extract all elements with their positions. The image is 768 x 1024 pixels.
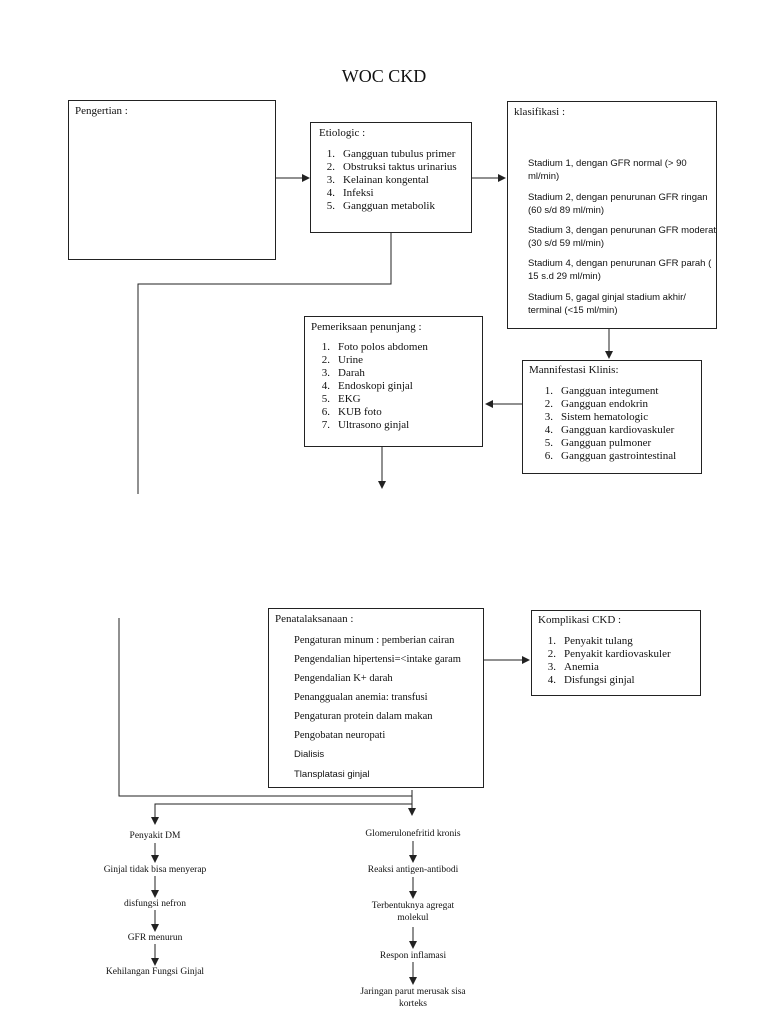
pemeriksaan-list: 1.Foto polos abdomen 2.Urine 3.Darah 4.E…: [308, 341, 428, 432]
stadium-5: Stadium 5, gagal ginjal stadium akhir/ t…: [528, 292, 686, 316]
list-item: 1.Gangguan tubulus primer: [326, 148, 456, 160]
komplikasi-label: Komplikasi CKD :: [538, 614, 622, 626]
stadium-2: Stadium 2, dengan penurunan GFR ringan (…: [528, 192, 708, 216]
etiologic-list: 1.Gangguan tubulus primer 2.Obstruksi ta…: [313, 148, 457, 213]
flow-left-penyakit-dm: Penyakit DM: [129, 831, 181, 841]
list-item: 3.Kelainan kongental: [326, 174, 429, 186]
penatalaksanaan-item: Pengaturan minum : pemberian cairan: [294, 635, 455, 646]
klasifikasi-label: klasifikasi :: [514, 106, 566, 118]
stadium-4: Stadium 4, dengan penurunan GFR parah ( …: [528, 258, 712, 282]
list-item: 2.Penyakit kardiovaskuler: [547, 648, 671, 660]
komplikasi-box: Komplikasi CKD : 1.Penyakit tulang 2.Pen…: [531, 610, 701, 696]
list-item: 3.Darah: [321, 367, 365, 379]
etiologic-label: Etiologic :: [319, 127, 366, 139]
penatalaksanaan-item: Dialisis: [294, 749, 325, 760]
flow-left-kehilangan-fungsi: Kehilangan Fungsi Ginjal: [105, 967, 205, 977]
line-etiologic-down-left: [137, 233, 392, 494]
list-item: 5.Gangguan metabolik: [326, 200, 435, 212]
list-item: 4.Infeksi: [326, 187, 374, 199]
penatalaksanaan-item: Pengendalian K+ darah: [294, 673, 393, 684]
flow-right-jaringan-parut: Jaringan parut merusak sisa korteks: [360, 987, 466, 1009]
pemeriksaan-label: Pemeriksaan penunjang :: [311, 321, 422, 333]
list-item: 2.Obstruksi taktus urinarius: [326, 161, 457, 173]
pengertian-label: Pengertian :: [75, 105, 128, 117]
manifestasi-list: 1.Gangguan integument 2.Gangguan endokri…: [531, 385, 676, 463]
flow-right-respon-inflamasi: Respon inflamasi: [379, 951, 447, 961]
arrow-to-penyakit-dm: [151, 803, 412, 825]
list-item: 1.Gangguan integument: [544, 385, 659, 397]
list-item: 2.Urine: [321, 354, 364, 366]
list-item: 4.Disfungsi ginjal: [547, 674, 635, 686]
list-item: 3.Anemia: [547, 661, 599, 673]
flow-right-agregat-molekul: Terbentuknya agregat molekul: [371, 901, 455, 923]
page-title: WOC CKD: [341, 66, 427, 86]
penatalaksanaan-box: Penatalaksanaan : Pengaturan minum : pem…: [268, 608, 484, 788]
klasifikasi-box: klasifikasi : Stadium 1, dengan GFR norm…: [507, 101, 717, 329]
komplikasi-list: 1.Penyakit tulang 2.Penyakit kardiovasku…: [534, 635, 671, 687]
flow-left-disfungsi-nefron: disfungsi nefron: [123, 899, 186, 909]
flow-right-reaksi-antigen: Reaksi antigen-antibodi: [367, 865, 459, 875]
manifestasi-box: Mannifestasi Klinis: 1.Gangguan integume…: [522, 360, 702, 474]
penatalaksanaan-item: Penanggualan anemia: transfusi: [294, 692, 428, 703]
list-item: 5.Gangguan pulmoner: [544, 437, 652, 449]
pemeriksaan-box: Pemeriksaan penunjang : 1.Foto polos abd…: [304, 316, 483, 447]
list-item: 6.KUB foto: [321, 406, 382, 418]
etiologic-box: Etiologic : 1.Gangguan tubulus primer 2.…: [310, 122, 472, 233]
list-item: 4.Endoskopi ginjal: [321, 380, 413, 392]
list-item: 7.Ultrasono ginjal: [321, 419, 410, 431]
penatalaksanaan-item: Pengobatan neuropati: [294, 730, 386, 741]
penatalaksanaan-item: Pengendalian hipertensi=<intake garam: [294, 654, 461, 665]
list-item: 1.Foto polos abdomen: [321, 341, 428, 353]
flow-right-glomerulonefritid: Glomerulonefritid kronis: [365, 829, 461, 839]
manifestasi-label: Mannifestasi Klinis:: [529, 364, 619, 376]
stadium-3: Stadium 3, dengan penurunan GFR moderat …: [528, 225, 717, 249]
stadium-1: Stadium 1, dengan GFR normal (> 90 ml/mi…: [528, 158, 687, 182]
list-item: 4.Gangguan kardiovaskuler: [544, 424, 675, 436]
pengertian-box: Pengertian :: [68, 100, 276, 260]
list-item: 1.Penyakit tulang: [547, 635, 633, 647]
penatalaksanaan-item: Pengaturan protein dalam makan: [294, 711, 433, 722]
penatalaksanaan-label: Penatalaksanaan :: [275, 613, 354, 625]
list-item: 5.EKG: [321, 393, 361, 405]
flow-left-gfr-menurun: GFR menurun: [127, 933, 183, 943]
list-item: 6.Gangguan gastrointestinal: [544, 450, 677, 462]
flow-left-ginjal-tidak-menyerap: Ginjal tidak bisa menyerap: [103, 865, 207, 875]
list-item: 3.Sistem hematologic: [544, 411, 649, 423]
penatalaksanaan-item: Tlansplatasi ginjal: [294, 769, 370, 780]
list-item: 2.Gangguan endokrin: [544, 398, 649, 410]
line-left-trunk: [118, 618, 412, 797]
